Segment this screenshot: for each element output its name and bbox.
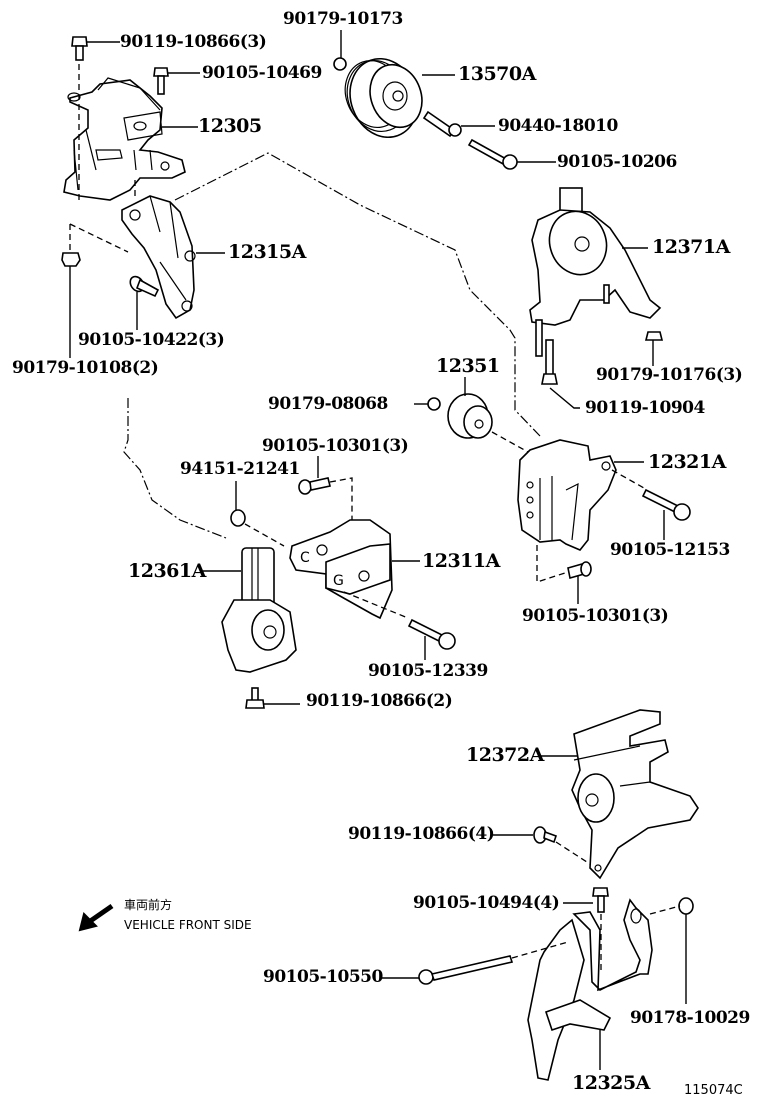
label-13570A[interactable]: 13570A [458,63,536,85]
label-12305[interactable]: 12305 [198,115,262,137]
assembly-line-12321A-bottom [536,545,569,583]
bolt-90105-10550-drawing [418,955,514,985]
bolt-90119-10866-4-drawing [533,826,558,844]
label-12361A[interactable]: 12361A [128,560,206,582]
engine-outline-phantom [174,152,541,437]
label-90119-10866-2[interactable]: 90119-10866(2) [306,691,453,711]
label-90105-10301-3b[interactable]: 90105-10301(3) [522,606,669,626]
engine-outline-phantom-left [123,398,227,539]
svg-text:G: G [333,573,344,589]
label-90179-10176-3[interactable]: 90179-10176(3) [596,365,743,385]
assembly-line-12351 [491,431,529,453]
label-90178-10029[interactable]: 90178-10029 [630,1008,750,1028]
bolt-90105-10469-drawing [153,67,169,95]
label-12372A[interactable]: 12372A [466,744,544,766]
bolt-90105-10301-3a-drawing [298,477,331,495]
label-90105-10550[interactable]: 90105-10550 [263,967,383,987]
label-90440-18010[interactable]: 90440-18010 [498,116,618,136]
bolt-90119-10866-3-drawing [71,36,88,61]
assembly-line-12321A-bolt [611,469,645,489]
assembly-line-12311A-top [329,477,353,520]
label-12371A[interactable]: 12371A [652,236,730,258]
label-12351[interactable]: 12351 [436,355,500,377]
label-12321A[interactable]: 12321A [648,451,726,473]
nut-90179-08068-drawing [427,397,441,411]
nut-90178-10029-drawing [678,897,694,915]
part-12371A-drawing [529,187,664,385]
part-12311A-drawing: C G [289,519,393,620]
bolt-90105-12153-drawing [641,488,691,521]
assembly-line-12311A-bolt [343,591,409,619]
label-90179-10173[interactable]: 90179-10173 [283,9,403,29]
direction-note-japanese: 車両前方 [124,898,173,912]
arrow-down-left-icon [78,903,114,932]
part-12305-drawing [63,77,186,201]
nut-94151-21241-drawing [230,509,246,527]
nut-90179-10108-2-drawing [61,252,81,267]
label-12315A[interactable]: 12315A [228,241,306,263]
part-12361A-drawing [221,547,297,673]
collar-90440-18010-drawing [422,110,462,138]
label-90105-12153[interactable]: 90105-12153 [610,540,730,560]
label-90105-12339[interactable]: 90105-12339 [368,661,488,681]
part-12315A-drawing [121,195,196,320]
assembly-line-94151-21241 [244,523,285,547]
assembly-line-90178-10029 [649,905,681,915]
label-90179-08068[interactable]: 90179-08068 [268,394,388,414]
bolt-90105-10494-4-drawing [592,887,609,913]
label-90105-10469[interactable]: 90105-10469 [202,63,322,83]
part-12325A-drawing [527,898,653,1081]
pulley-13570A-drawing [344,57,423,139]
part-12372A-drawing [571,709,699,880]
label-90179-10108-2[interactable]: 90179-10108(2) [12,358,159,378]
label-94151-21241[interactable]: 94151-21241 [180,459,300,479]
label-90119-10904[interactable]: 90119-10904 [585,398,705,418]
svg-text:C: C [300,550,310,566]
bolt-90105-12339-drawing [407,618,456,650]
figure-number: 115074C [684,1083,743,1098]
leader-90119-10904 [549,387,580,409]
bolt-90105-10206-drawing [467,138,518,170]
label-90105-10206[interactable]: 90105-10206 [557,152,677,172]
assembly-line-12315A [69,223,129,253]
bolt-90105-10301-3b-drawing [567,561,592,580]
label-90105-10301-3a[interactable]: 90105-10301(3) [262,436,409,456]
label-90105-10422-3[interactable]: 90105-10422(3) [78,330,225,350]
bolt-90119-10866-2-drawing [245,687,265,709]
part-12321A-drawing [517,439,617,551]
label-90119-10866-4[interactable]: 90119-10866(4) [348,824,495,844]
label-90105-10494-4[interactable]: 90105-10494(4) [413,893,560,913]
part-12351-drawing [447,393,493,439]
direction-note-english: VEHICLE FRONT SIDE [124,918,252,932]
nut-90179-10173-drawing [333,57,347,71]
assembly-line-12372A [555,841,591,865]
bolt-90105-10422-3-drawing [129,275,160,298]
label-12311A[interactable]: 12311A [422,550,500,572]
label-90119-10866-3[interactable]: 90119-10866(3) [120,32,267,52]
label-12325A[interactable]: 12325A [572,1072,650,1094]
